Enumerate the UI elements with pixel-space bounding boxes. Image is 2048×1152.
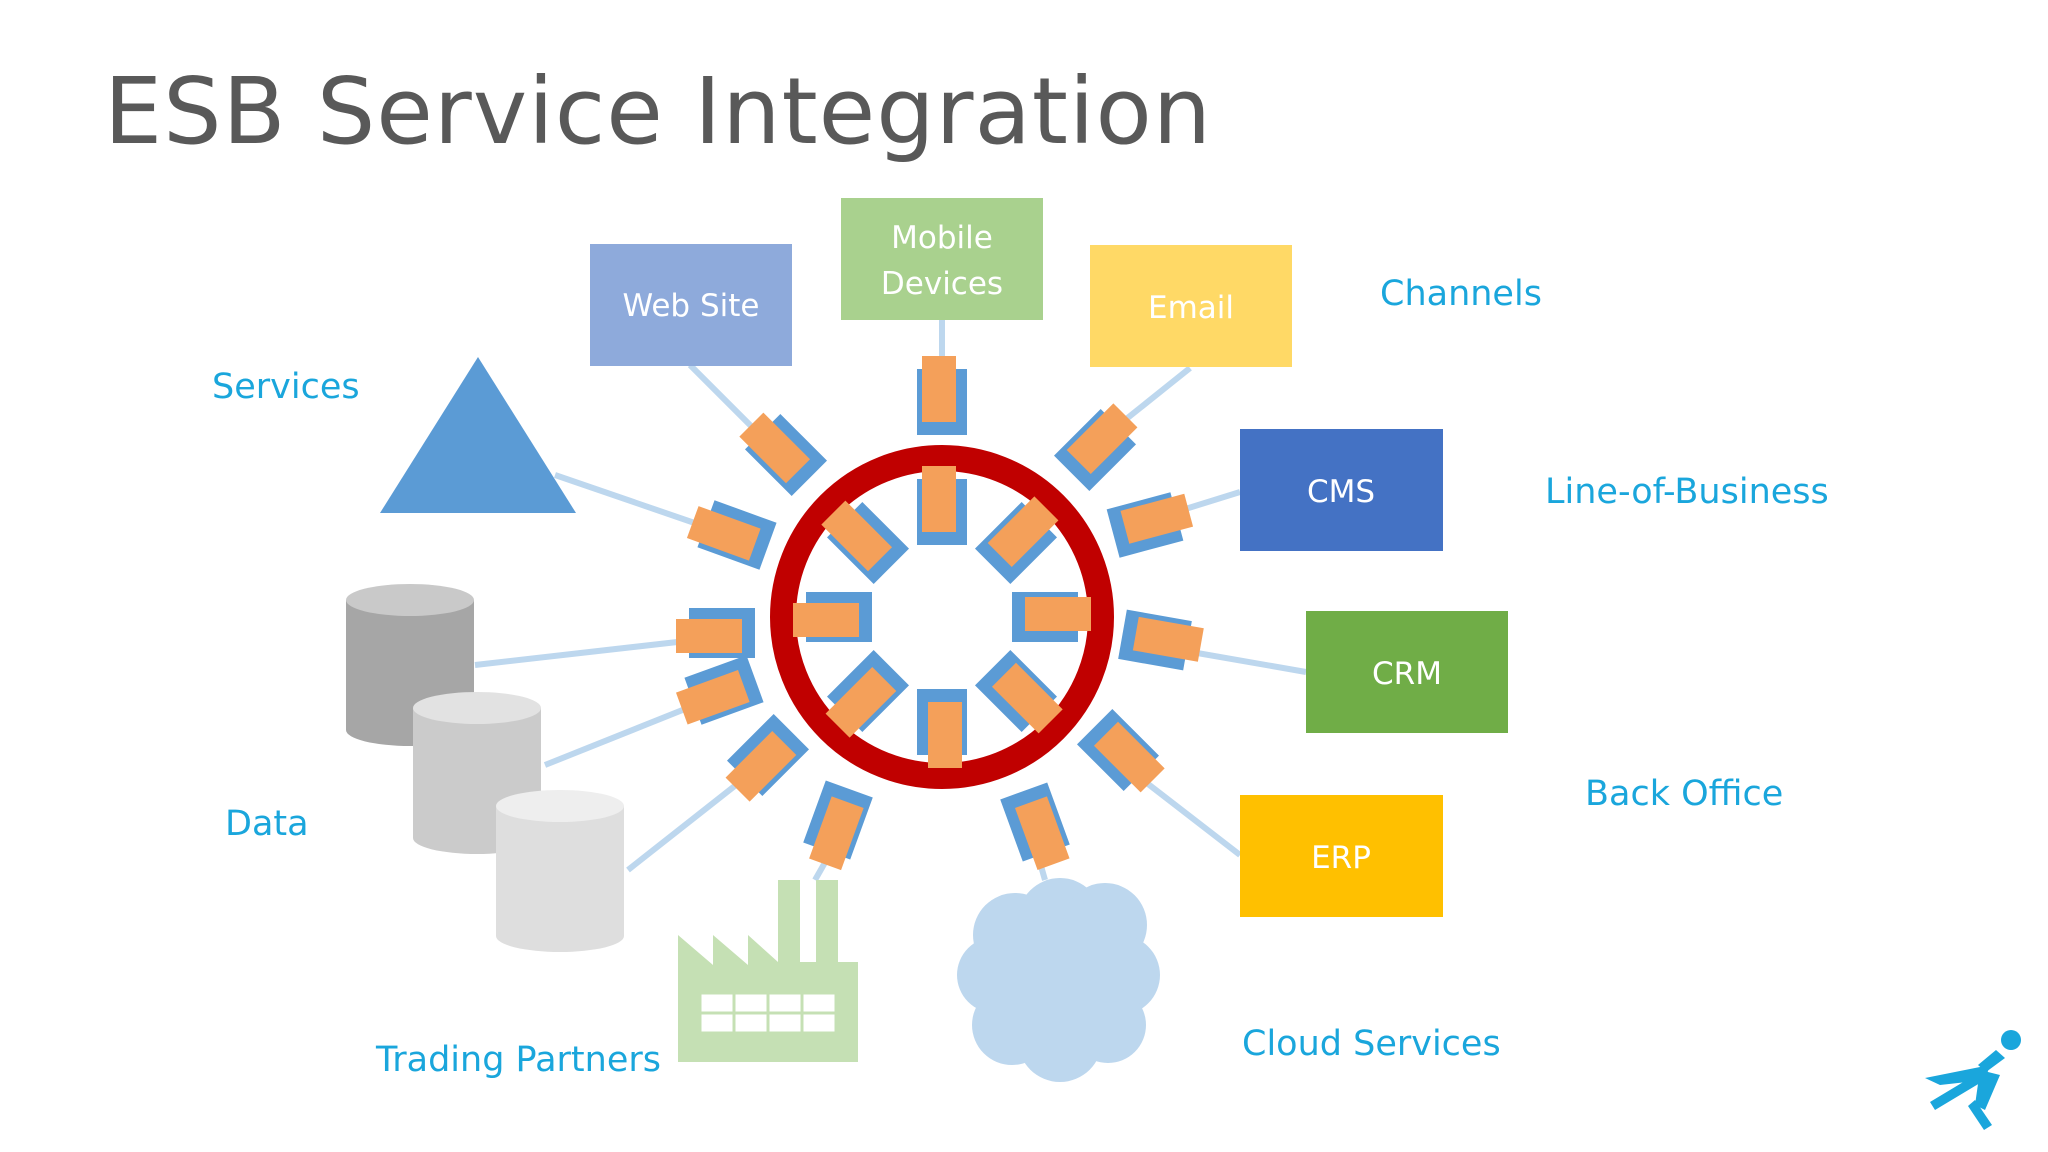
cloud-icon: [957, 878, 1160, 1082]
svg-text:CMS: CMS: [1307, 474, 1375, 510]
services-triangle-icon: [380, 357, 576, 513]
label-line-of-business: Line-of-Business: [1545, 472, 1829, 512]
adapter: [1106, 488, 1196, 558]
svg-text:Devices: Devices: [881, 266, 1003, 302]
esb-bus-ring: [770, 445, 1114, 789]
adapter: [735, 404, 828, 497]
label-services: Services: [212, 367, 360, 407]
adapter: [793, 592, 872, 642]
runner-logo-icon: [1925, 1030, 2021, 1130]
adapter: [917, 466, 967, 545]
slide-title: ESB Service Integration: [104, 58, 1213, 165]
node-email: Email: [1090, 245, 1292, 367]
adapter: [672, 655, 764, 730]
svg-text:CRM: CRM: [1372, 656, 1442, 692]
adapter: [685, 495, 777, 570]
svg-text:Email: Email: [1148, 290, 1234, 326]
adapter: [1118, 609, 1205, 673]
node-cms: CMS: [1240, 429, 1443, 551]
label-back-office: Back Office: [1585, 774, 1783, 814]
database-icon: [346, 584, 624, 952]
node-erp: ERP: [1240, 795, 1443, 917]
label-data: Data: [225, 804, 309, 844]
adapter: [1012, 592, 1091, 642]
adapter: [798, 780, 873, 872]
adapter: [917, 689, 967, 768]
inner-adapters: [793, 466, 1091, 768]
node-mobile-devices: Mobile Devices: [841, 198, 1043, 320]
svg-text:ERP: ERP: [1311, 840, 1371, 876]
label-channels: Channels: [1380, 274, 1542, 314]
svg-text:Web Site: Web Site: [623, 288, 760, 324]
adapter: [676, 608, 755, 658]
outer-adapters: [672, 356, 1205, 874]
node-web-site: Web Site: [590, 244, 792, 366]
node-crm: CRM: [1306, 611, 1508, 733]
adapter: [917, 356, 967, 435]
label-trading-partners: Trading Partners: [375, 1040, 661, 1080]
factory-icon: [678, 880, 858, 1062]
svg-text:Mobile: Mobile: [891, 220, 993, 256]
label-cloud-services: Cloud Services: [1242, 1024, 1501, 1064]
adapter: [1000, 782, 1075, 874]
